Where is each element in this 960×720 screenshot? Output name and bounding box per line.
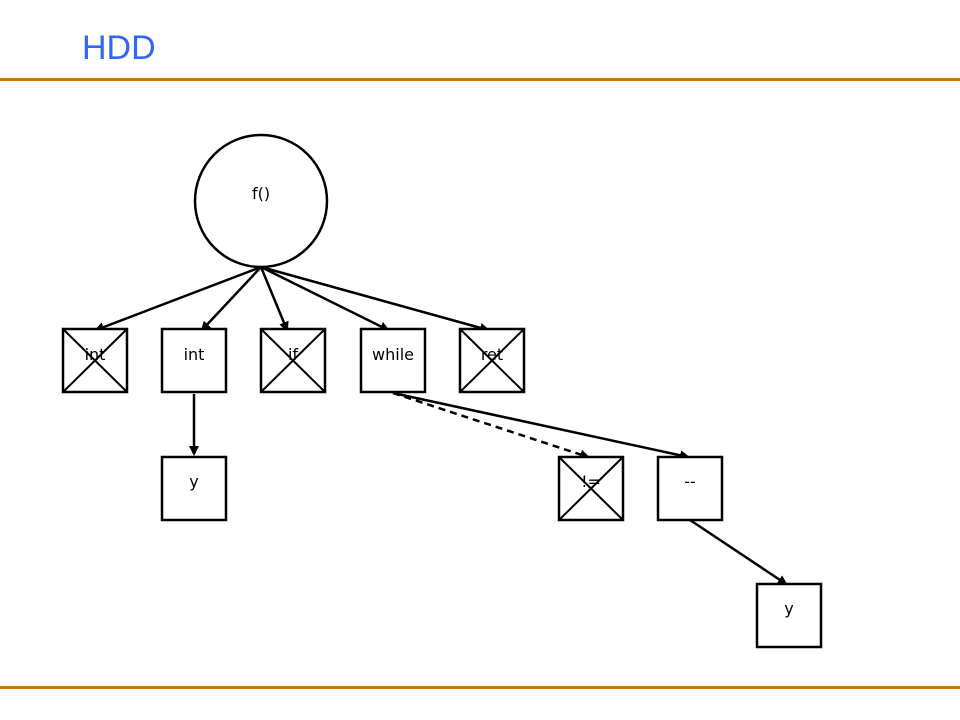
node-ret-removed: ret: [458, 327, 526, 394]
edge-root-if: [259, 266, 289, 332]
node-int-removed: int: [61, 327, 129, 394]
top-rule: [0, 78, 960, 81]
root-node: f(): [193, 133, 329, 269]
node-y: y: [160, 455, 228, 522]
cross-mark: [260, 328, 326, 393]
bottom-rule: [0, 686, 960, 689]
edge-root-while: [260, 265, 390, 332]
node-decrement: --: [656, 455, 724, 522]
edge-while-decrement: [392, 391, 690, 461]
node-y-decrement: y: [755, 582, 823, 649]
cross-mark: [459, 328, 525, 393]
node-while-label: while: [372, 345, 414, 364]
root-label: f(): [252, 184, 270, 203]
edge-root-int: [200, 266, 262, 332]
edge-root-ret: [260, 265, 490, 333]
node-decrement-label: --: [684, 472, 696, 491]
slide-title: HDD: [82, 29, 156, 67]
node-y-label: y: [189, 472, 198, 491]
node-neq-removed-label: !=: [581, 472, 601, 491]
cross-mark: [558, 456, 624, 521]
node-if-removed-label: if: [288, 345, 298, 364]
edge-root-int-removed: [94, 265, 262, 332]
edges: [94, 265, 788, 586]
edge-while-neq: [392, 391, 590, 460]
node-if-removed: if: [259, 327, 327, 394]
node-ret-removed-label: ret: [481, 345, 503, 364]
node-y-decrement-label: y: [784, 599, 793, 618]
node-int-removed-label: int: [85, 345, 106, 364]
cross-mark: [62, 328, 128, 393]
node-while: while: [359, 327, 427, 394]
edge-decrement-y: [689, 518, 788, 586]
node-neq-removed: !=: [557, 455, 625, 522]
node-int: int: [160, 327, 228, 394]
node-int-label: int: [184, 345, 205, 364]
